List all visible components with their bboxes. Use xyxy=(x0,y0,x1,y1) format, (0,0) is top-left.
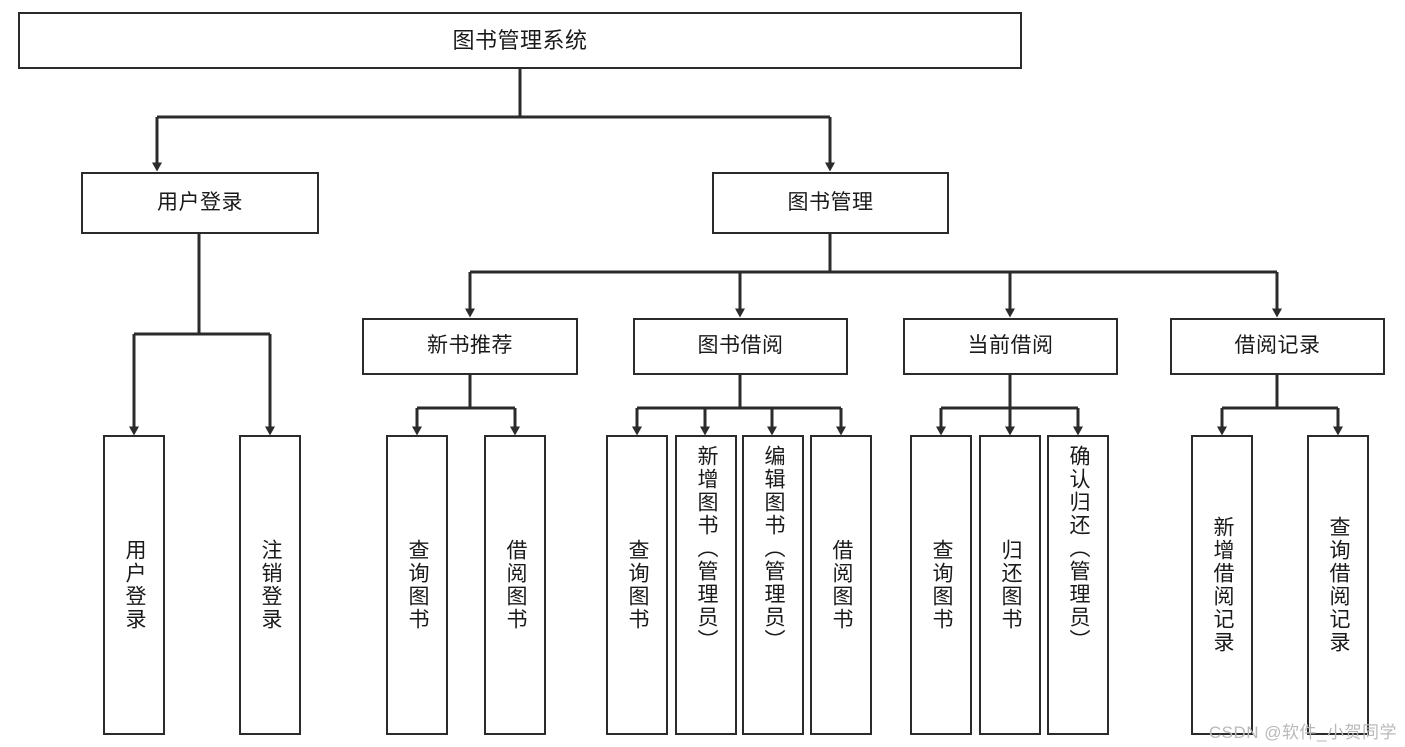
node-label: 用户登录 xyxy=(157,190,243,214)
node-label: 图书管理系统 xyxy=(452,27,588,53)
node-root-system[interactable]: 图书管理系统 xyxy=(18,12,1022,69)
leaf-user-login-login[interactable]: 用户登录 xyxy=(103,435,165,735)
node-label: 图书管理 xyxy=(787,190,874,214)
node-label: 新书推荐 xyxy=(427,334,513,358)
node-label: 查询图书 xyxy=(406,539,430,631)
node-label: 查询借阅记录 xyxy=(1327,516,1351,654)
node-label: 用户登录 xyxy=(123,539,147,631)
node-label: 新增借阅记录 xyxy=(1211,516,1235,654)
node-label: 查询图书 xyxy=(930,539,954,631)
node-label: 归还图书 xyxy=(999,539,1023,631)
leaf-user-login-logout[interactable]: 注销登录 xyxy=(239,435,301,735)
leaf-new-book-borrow-book[interactable]: 借阅图书 xyxy=(484,435,546,735)
node-label: 借阅记录 xyxy=(1234,334,1321,358)
leaf-borrow-record-add-record[interactable]: 新增借阅记录 xyxy=(1191,435,1253,735)
node-book-management[interactable]: 图书管理 xyxy=(712,172,949,234)
leaf-current-borrow-confirm-return[interactable]: 确认归还（管理员） xyxy=(1047,435,1109,735)
leaf-book-borrow-query-book[interactable]: 查询图书 xyxy=(606,435,668,735)
node-new-book-recommend[interactable]: 新书推荐 xyxy=(362,318,578,375)
node-book-borrow[interactable]: 图书借阅 xyxy=(633,318,848,375)
node-label: 借阅图书 xyxy=(504,539,528,631)
node-label: 图书借阅 xyxy=(697,334,784,358)
node-label: 当前借阅 xyxy=(967,334,1054,358)
leaf-new-book-query-book[interactable]: 查询图书 xyxy=(386,435,448,735)
node-label: 查询图书 xyxy=(626,539,650,631)
leaf-book-borrow-borrow-book[interactable]: 借阅图书 xyxy=(810,435,872,735)
node-label: 确认归还（管理员） xyxy=(1067,445,1091,652)
node-label: 新增图书（管理员） xyxy=(695,445,719,652)
node-label: 编辑图书（管理员） xyxy=(762,445,786,652)
leaf-borrow-record-query-record[interactable]: 查询借阅记录 xyxy=(1307,435,1369,735)
leaf-current-borrow-return-book[interactable]: 归还图书 xyxy=(979,435,1041,735)
leaf-book-borrow-edit-book[interactable]: 编辑图书（管理员） xyxy=(742,435,804,735)
leaf-current-borrow-query-book[interactable]: 查询图书 xyxy=(910,435,972,735)
node-label: 借阅图书 xyxy=(830,539,854,631)
leaf-book-borrow-add-book[interactable]: 新增图书（管理员） xyxy=(675,435,737,735)
node-label: 注销登录 xyxy=(259,539,283,631)
csdn-watermark: CSDN @软件_小贺同学 xyxy=(1208,723,1397,742)
node-borrow-record[interactable]: 借阅记录 xyxy=(1170,318,1385,375)
node-user-login[interactable]: 用户登录 xyxy=(81,172,319,234)
node-current-borrow[interactable]: 当前借阅 xyxy=(903,318,1118,375)
